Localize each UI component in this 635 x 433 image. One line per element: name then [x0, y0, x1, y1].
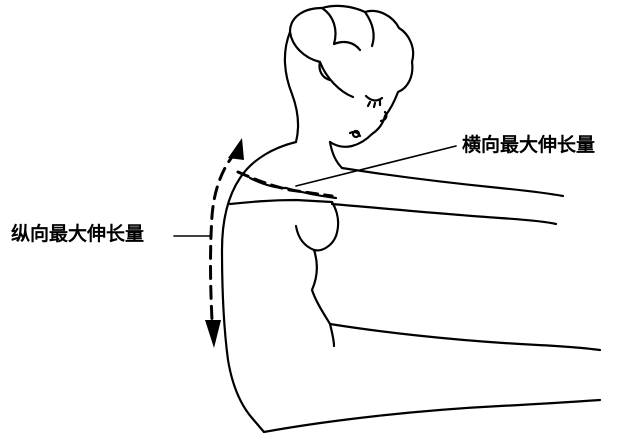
back-of-head: [285, 32, 298, 142]
down-arrow-head: [205, 320, 221, 348]
arm-bottom: [332, 204, 556, 224]
eye: [366, 96, 382, 100]
vertical-stretch-label: 纵向最大伸长量: [11, 225, 144, 244]
ear: [353, 131, 359, 137]
back-outline: [222, 142, 296, 432]
nose: [381, 112, 386, 121]
hair-line: [322, 8, 336, 44]
leotard-side: [312, 250, 330, 324]
horizontal-dash: [238, 172, 332, 196]
upper-arm-top: [342, 168, 563, 196]
leg-line: [330, 324, 334, 346]
hair-line: [334, 42, 360, 50]
hair-line: [365, 12, 374, 46]
eye-lash: [368, 101, 380, 107]
leotard-strap: [230, 200, 338, 250]
hair-outline: [290, 6, 413, 116]
up-arrow-head: [228, 138, 244, 160]
leg-bottom: [264, 400, 600, 432]
horizontal-stretch-label: 横向最大伸长量: [462, 136, 595, 155]
leg-top: [330, 324, 600, 350]
